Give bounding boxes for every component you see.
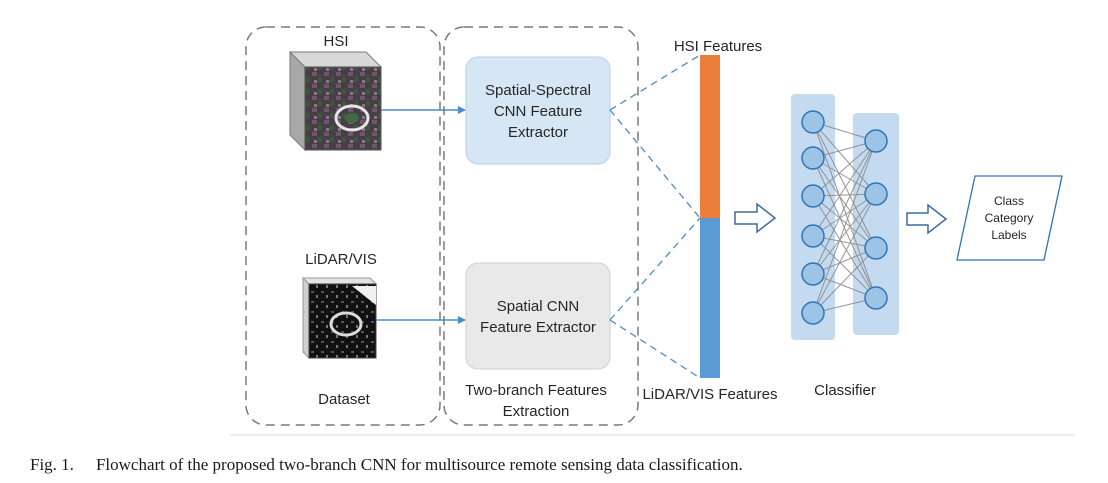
spatial-spectral-line1: Spatial-Spectral — [485, 82, 591, 99]
output-line1: Class — [994, 194, 1024, 208]
lidar-label: LiDAR/VIS — [305, 251, 377, 268]
arrow-to-classifier — [734, 202, 777, 234]
classifier-label: Classifier — [814, 382, 876, 399]
output-line3: Labels — [991, 228, 1026, 242]
spatial-line2: Feature Extractor — [480, 319, 596, 336]
lidar-feature-bar — [700, 218, 720, 378]
spatial-spectral-line3: Extractor — [508, 124, 568, 141]
spatial-extractor — [465, 262, 611, 370]
extraction-group — [443, 26, 639, 426]
output-line2: Category — [985, 211, 1034, 225]
caption-label: Fig. 1. — [30, 455, 74, 474]
spatial-line1: Spatial CNN — [497, 298, 580, 315]
caption-text: Flowchart of the proposed two-branch CNN… — [95, 455, 743, 474]
dataset-label: Dataset — [318, 391, 371, 408]
extraction-label-line1: Two-branch Features — [465, 382, 607, 399]
lidar-features-label: LiDAR/VIS Features — [642, 386, 777, 403]
hsi-image-cube — [288, 50, 383, 152]
hsi-feature-bar — [700, 55, 720, 218]
dataset-group — [245, 26, 441, 426]
classifier-network — [791, 94, 899, 340]
hsi-label: HSI — [323, 33, 348, 50]
spatial-spectral-line2: CNN Feature — [494, 103, 582, 120]
output-labels-box — [956, 175, 1063, 261]
lidar-image — [301, 276, 378, 360]
feature-connectors — [609, 54, 701, 379]
figure-caption: Fig. 1. Flowchart of the proposed two-bra… — [30, 455, 1090, 475]
extraction-label-line2: Extraction — [503, 403, 570, 420]
arrow-to-output — [906, 203, 948, 235]
hsi-features-label: HSI Features — [674, 38, 762, 55]
